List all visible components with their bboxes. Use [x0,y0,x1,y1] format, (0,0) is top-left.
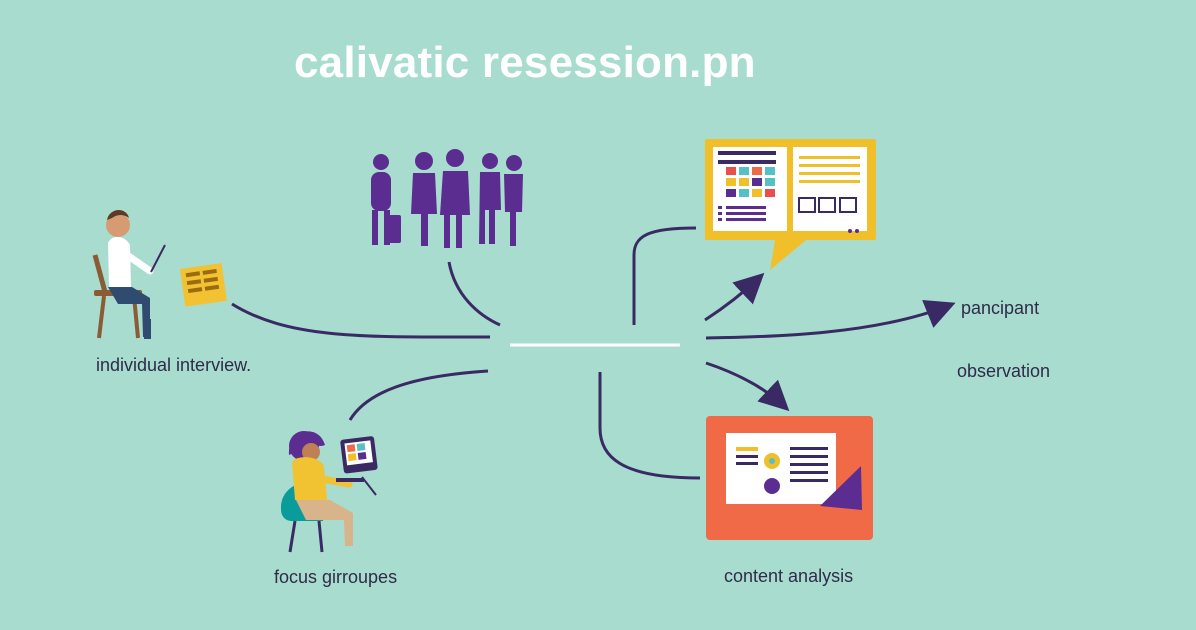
group-silhouette-icon [371,149,523,248]
observation-label: observation [957,361,1051,381]
connector-group [447,261,501,327]
connector-focus-groups [348,369,489,421]
connector-content-analysis [598,372,701,480]
focus-groups-label: focus girroupes [274,567,398,587]
participant-label: pancipant [961,298,1040,318]
arrow-to-dashboard [704,272,765,322]
seated-laptop-person-icon [280,431,378,553]
content-analysis-label: content analysis [724,566,854,586]
connector-dashboard [632,226,697,325]
individual-interview-label: individual interview. [96,355,252,375]
connector-individual-interview [231,302,491,339]
seated-person-icon [92,209,227,339]
arrow-to-participant [705,300,956,340]
content-analysis-card-icon [706,416,873,540]
dashboard-speech-bubble-icon [705,139,876,270]
diagram-title: calivatic resession.pn [294,38,756,87]
arrow-to-content-analysis [705,361,790,412]
